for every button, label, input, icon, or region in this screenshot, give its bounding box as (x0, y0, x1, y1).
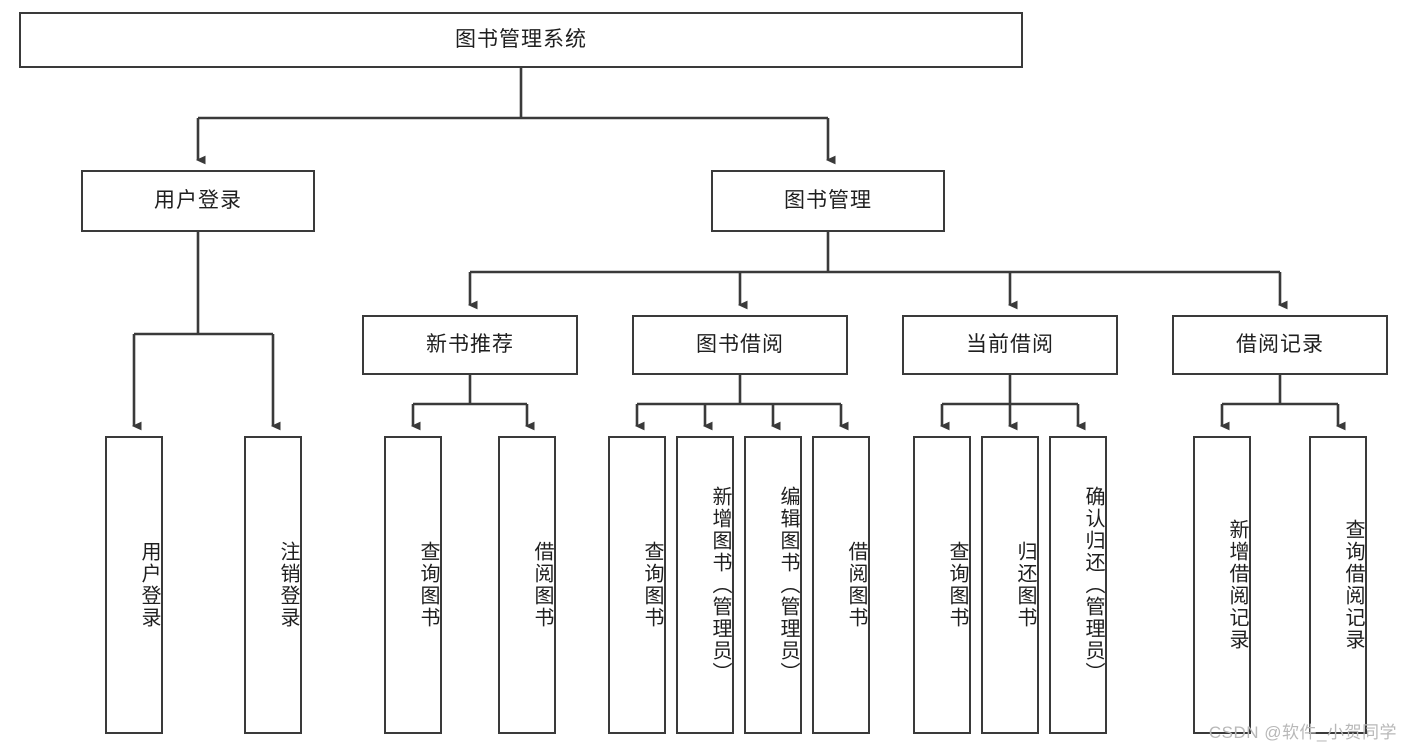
leaf-records-query-record[interactable]: 查询借阅记录 (1309, 436, 1367, 734)
leaf-borrow-query-book[interactable]: 查询图书 (608, 436, 666, 734)
leaf-user-login-signout[interactable]: 注销登录 (244, 436, 302, 734)
node-book-borrow[interactable]: 图书借阅 (632, 315, 848, 375)
leaf-records-add-record[interactable]: 新增借阅记录 (1193, 436, 1251, 734)
leaf-borrow-borrow-book[interactable]: 借阅图书 (812, 436, 870, 734)
csdn-watermark: CSDN @软件_小贺同学 (1208, 723, 1397, 742)
leaf-new-book-borrow[interactable]: 借阅图书 (498, 436, 556, 734)
leaf-user-login-signin[interactable]: 用户登录 (105, 436, 163, 734)
leaf-current-query-book[interactable]: 查询图书 (913, 436, 971, 734)
leaf-borrow-add-book-admin[interactable]: 新增图书（管理员） (676, 436, 734, 734)
node-borrow-records[interactable]: 借阅记录 (1172, 315, 1388, 375)
node-current-borrow[interactable]: 当前借阅 (902, 315, 1118, 375)
leaf-borrow-edit-book-admin[interactable]: 编辑图书（管理员） (744, 436, 802, 734)
node-root-system[interactable]: 图书管理系统 (19, 12, 1023, 68)
leaf-new-book-query[interactable]: 查询图书 (384, 436, 442, 734)
leaf-current-confirm-return-admin[interactable]: 确认归还（管理员） (1049, 436, 1107, 734)
node-new-book-recommend[interactable]: 新书推荐 (362, 315, 578, 375)
node-book-management[interactable]: 图书管理 (711, 170, 945, 232)
leaf-current-return-book[interactable]: 归还图书 (981, 436, 1039, 734)
node-user-login[interactable]: 用户登录 (81, 170, 315, 232)
